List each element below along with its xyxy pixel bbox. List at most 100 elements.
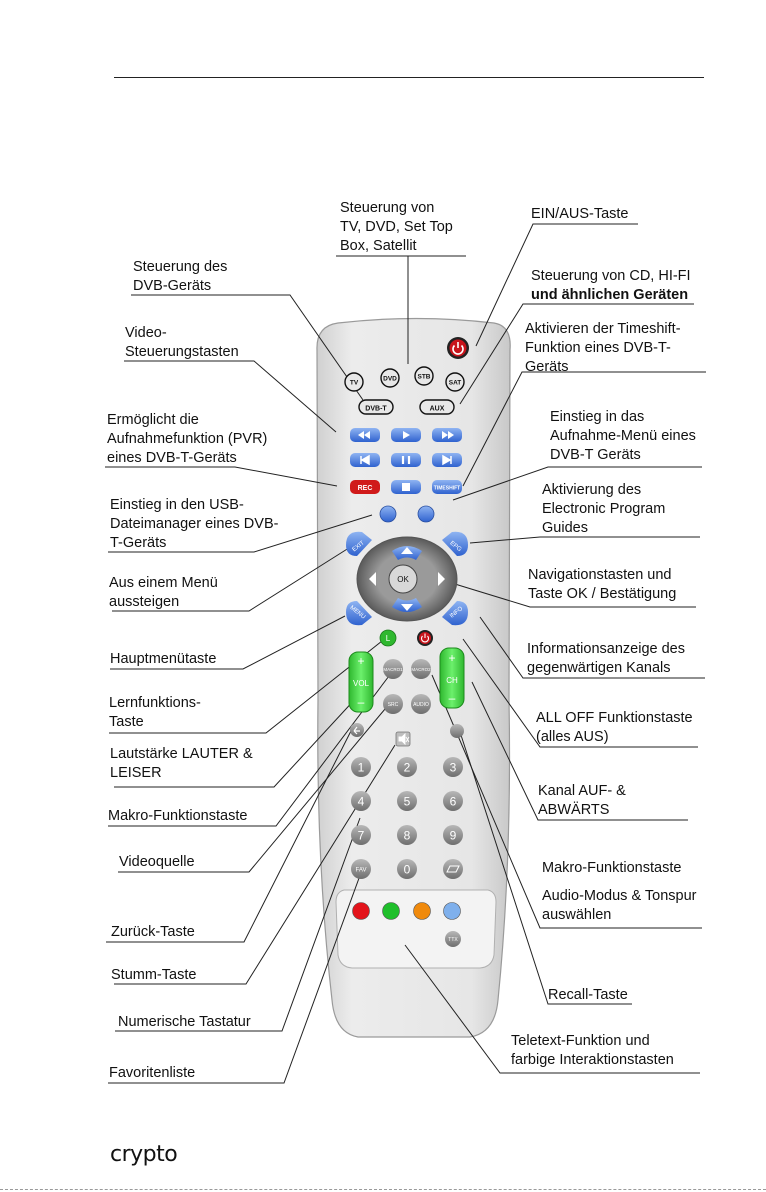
digit-button-5[interactable]: 5 (397, 791, 417, 811)
macro2-button[interactable]: MACRO2 (411, 659, 431, 679)
label-timeshift: Aktivieren der Timeshift- Funktion eines… (525, 321, 681, 375)
remote-inner-panel (335, 889, 497, 969)
digit-button-4[interactable]: 4 (351, 791, 371, 811)
volume-minus[interactable]: – (358, 695, 365, 709)
digit-button-3[interactable]: 3 (443, 757, 463, 777)
leader-favoriten (108, 869, 363, 1084)
digit-button-9[interactable]: 9 (443, 825, 463, 845)
stop-icon (402, 483, 410, 491)
label-makro-right: Makro-Funktionstaste (542, 860, 682, 876)
leader-exit (112, 545, 353, 612)
nav-left-icon[interactable] (369, 572, 376, 586)
leader-video (124, 360, 337, 433)
rec-button[interactable]: REC (350, 480, 380, 494)
channel-rocker[interactable]: + CH – (439, 647, 465, 709)
macro1-button[interactable]: MACRO1 (383, 659, 403, 679)
next-button[interactable] (432, 453, 462, 467)
epg-button[interactable]: EPG (442, 531, 468, 556)
timeshift-button[interactable]: TIMESHIFT (432, 480, 462, 494)
recall-button[interactable] (450, 724, 464, 738)
mode-button-tv[interactable]: TV (344, 372, 364, 392)
audio-button-label: AUDIO (413, 702, 429, 708)
audio-button[interactable]: AUDIO (411, 694, 431, 714)
digit-button-0[interactable]: 0 (397, 859, 417, 879)
usb-button[interactable] (379, 505, 397, 523)
src-button-label: SRC (388, 702, 399, 708)
menu-button[interactable]: MENU (346, 601, 372, 626)
mode-button-label: STB (418, 374, 431, 381)
exit-button[interactable]: EXIT (346, 531, 372, 556)
digit-button-8[interactable]: 8 (397, 825, 417, 845)
mode-button-stb[interactable]: STB (414, 366, 434, 386)
mode-button-sat[interactable]: SAT (445, 372, 465, 392)
src-button[interactable]: SRC (383, 694, 403, 714)
digit-label: 6 (450, 795, 457, 809)
record-menu-button[interactable] (417, 505, 435, 523)
rewind-button[interactable] (350, 428, 380, 442)
volume-plus[interactable]: + (357, 654, 364, 668)
play-button[interactable] (391, 428, 421, 442)
digit-button-7[interactable]: 7 (351, 825, 371, 845)
color-key-blue[interactable] (443, 902, 461, 920)
play-icon (403, 431, 410, 439)
leader-lines (105, 223, 706, 1084)
timeshift-button-label: TIMESHIFT (434, 486, 460, 492)
label-epg: Aktivierung des Electronic Program Guide… (542, 482, 666, 536)
leader-kanal (471, 681, 688, 821)
mode-button-label: SAT (449, 380, 462, 387)
mute-button[interactable] (395, 731, 411, 747)
fast-forward-icon (442, 431, 454, 439)
rewind-icon (358, 431, 370, 439)
channel-minus[interactable]: – (449, 691, 456, 705)
mode-button-dvd[interactable]: DVD (380, 368, 400, 388)
pause-icon (401, 456, 411, 464)
digit-label: 2 (404, 761, 411, 775)
leader-lautstaerke (114, 696, 358, 788)
fast-forward-button[interactable] (432, 428, 462, 442)
label-teletext: Teletext-Funktion und farbige Interaktio… (511, 1033, 674, 1068)
digit-button-2[interactable]: 2 (397, 757, 417, 777)
color-key-green[interactable] (382, 902, 400, 920)
mode-button-label: TV (350, 380, 359, 387)
pause-button[interactable] (391, 453, 421, 467)
leader-aufnahme-pvr (105, 466, 338, 487)
nav-right-icon[interactable] (438, 572, 445, 586)
prev-button[interactable] (350, 453, 380, 467)
screen-mode-button[interactable] (443, 859, 463, 879)
volume-rocker[interactable]: + VOL – (348, 651, 374, 713)
power-button[interactable] (447, 337, 469, 359)
label-steuerung-dvb: Steuerung des DVB-Geräts (133, 259, 228, 294)
color-key-red[interactable] (352, 902, 370, 920)
aux-button-label: AUX (430, 406, 445, 413)
label-steuerung-cd: Steuerung von CD, HI-FI und ähnlichen Ge… (531, 268, 691, 303)
info-button[interactable]: INFO (442, 601, 468, 626)
dvbt-button[interactable]: DVB-T (358, 399, 394, 415)
leader-makro-left (108, 671, 393, 827)
ok-button[interactable]: OK (388, 564, 418, 594)
all-off-button[interactable] (417, 630, 433, 646)
aux-button[interactable]: AUX (419, 399, 455, 415)
learn-button[interactable]: L (379, 629, 397, 647)
back-button[interactable] (350, 723, 364, 737)
fav-button[interactable]: FAV (351, 859, 371, 879)
bottom-rule (0, 1189, 766, 1190)
digit-label: 9 (450, 829, 457, 843)
ttx-button[interactable]: TTX (445, 931, 461, 947)
leader-videoquelle (118, 702, 391, 873)
digit-button-6[interactable]: 6 (443, 791, 463, 811)
leader-info (479, 616, 705, 679)
color-key-orange[interactable] (413, 902, 431, 920)
stop-button[interactable] (391, 480, 421, 494)
label-navigation: Navigationstasten und Taste OK / Bestäti… (528, 567, 677, 602)
digit-label: 5 (404, 795, 411, 809)
label-steuerung-tv: Steuerung von TV, DVD, Set Top Box, Sate… (340, 200, 453, 254)
ttx-button-label: TTX (448, 937, 458, 943)
digit-button-1[interactable]: 1 (351, 757, 371, 777)
label-videoquelle: Videoquelle (119, 854, 195, 870)
digit-label: 1 (358, 761, 365, 775)
channel-plus[interactable]: + (448, 651, 455, 665)
label-stumm: Stumm-Taste (111, 967, 197, 983)
label-ein-aus: EIN/AUS-Taste (531, 206, 629, 222)
